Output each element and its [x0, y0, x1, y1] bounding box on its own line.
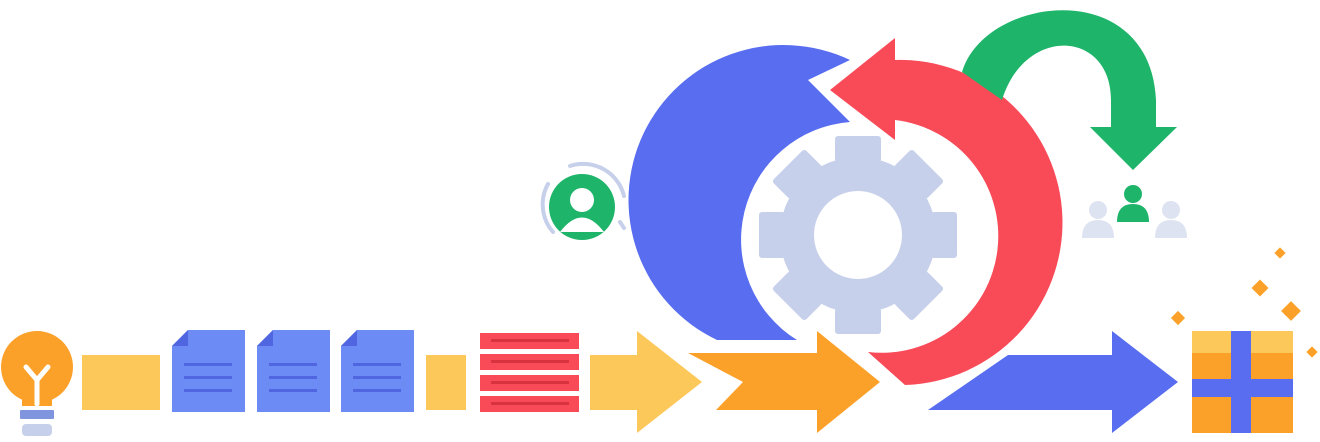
document-fold: [341, 330, 357, 346]
document-fold: [257, 330, 273, 346]
sparkle: [1274, 247, 1286, 259]
bulb-base-top: [20, 410, 54, 419]
flow-track-yellow-1: [82, 355, 160, 410]
gear-tooth: [759, 212, 785, 258]
gear-tooth: [772, 271, 822, 321]
owner-signal-small: [618, 220, 626, 230]
team-icon: [1082, 185, 1187, 238]
bulb-filament: [23, 364, 51, 407]
document-icon: [341, 330, 414, 412]
document-line: [353, 376, 401, 379]
document-line: [184, 389, 232, 392]
review-arrow-icon: [962, 10, 1177, 170]
gift-box-icon: [1192, 331, 1293, 433]
document-line: [353, 363, 401, 366]
owner-signal-right: [568, 161, 626, 198]
owner-shoulders: [560, 217, 604, 232]
document-fold: [172, 330, 188, 346]
sparkle: [1306, 346, 1318, 358]
sparkle: [1170, 310, 1186, 326]
backlog-item-line: [491, 381, 569, 384]
flow-arrow-blue: [928, 331, 1178, 433]
bulb-glass: [1, 331, 73, 403]
product-owner-icon: [540, 161, 626, 240]
owner-signal-left: [540, 182, 555, 234]
gear-tooth: [931, 212, 957, 258]
cycle-arrow-blue: [628, 45, 850, 340]
backlog-item-line: [491, 402, 569, 405]
document-line: [269, 376, 317, 379]
gear-ring: [780, 157, 936, 313]
flow-track-yellow-2: [426, 355, 466, 410]
backlog-item-line: [491, 339, 569, 342]
gear-tooth: [894, 271, 944, 321]
document-line: [353, 389, 401, 392]
owner-head: [570, 188, 594, 212]
gear-icon: [759, 136, 957, 334]
cycle-arrow-red: [830, 38, 1063, 385]
backlog-item-line: [491, 360, 569, 363]
sparkle: [1281, 301, 1301, 321]
document-line: [184, 376, 232, 379]
gear-tooth: [835, 136, 881, 162]
flow-arrow-yellow: [590, 331, 702, 433]
document-line: [269, 389, 317, 392]
gift-ribbon-horizontal: [1192, 379, 1293, 397]
flow-arrow-orange: [688, 331, 880, 433]
document-icon: [257, 330, 330, 412]
backlog-list-icon: [480, 333, 579, 412]
gear-tooth: [894, 149, 944, 199]
gear-tooth: [772, 149, 822, 199]
lightbulb-icon: [1, 331, 73, 436]
gear-tooth: [835, 308, 881, 334]
document-icon: [172, 330, 245, 412]
document-line: [269, 363, 317, 366]
document-line: [184, 363, 232, 366]
team-member-right: [1155, 201, 1187, 238]
bulb-base-bottom: [22, 424, 52, 436]
sparkle: [1251, 279, 1269, 297]
team-member-center: [1117, 185, 1149, 222]
team-member-left: [1082, 201, 1114, 238]
